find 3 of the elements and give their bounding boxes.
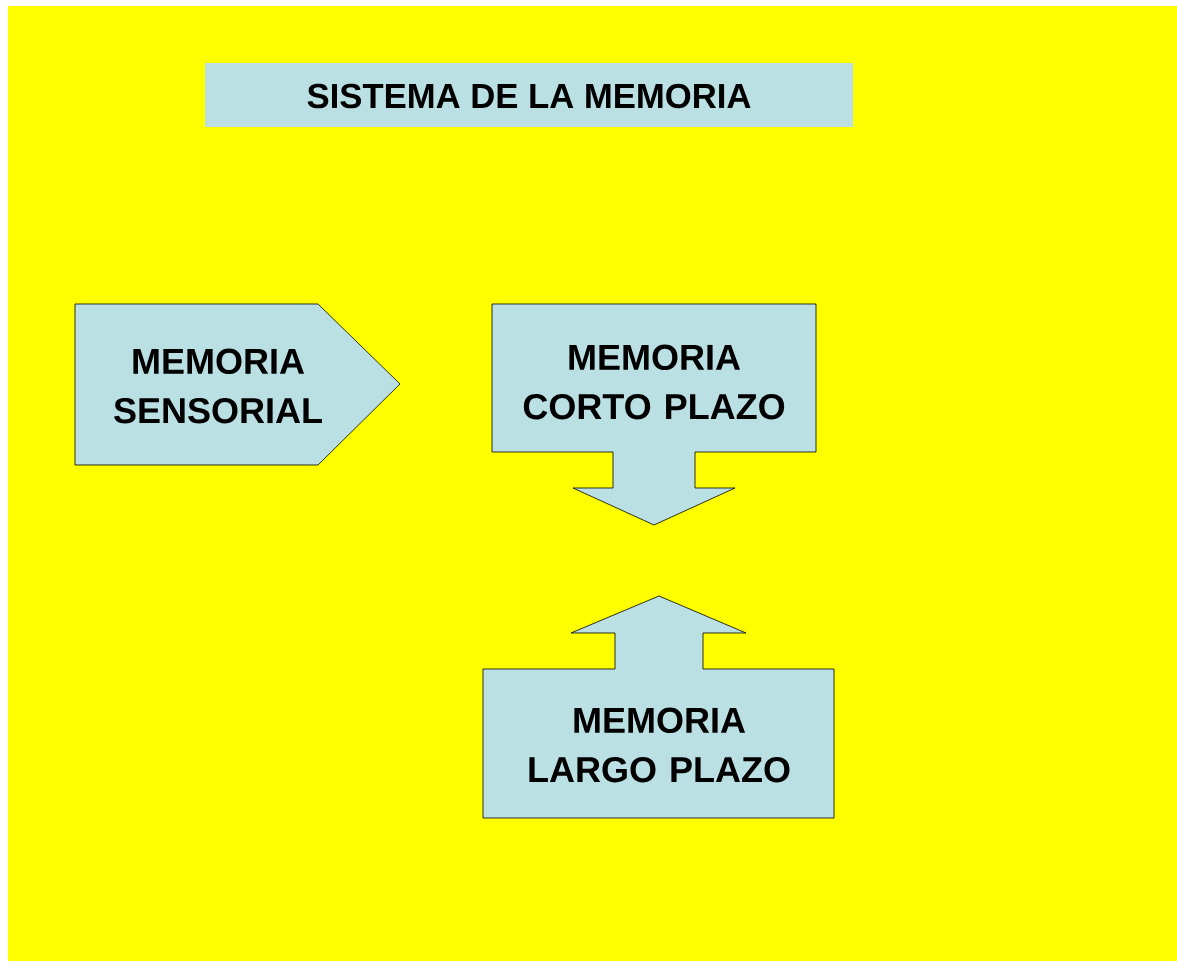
up-arrow-callout: MEMORIA LARGO PLAZO — [482, 595, 835, 819]
down-arrow-callout: MEMORIA CORTO PLAZO — [491, 303, 817, 526]
title-banner: SISTEMA DE LA MEMORIA — [205, 63, 853, 127]
